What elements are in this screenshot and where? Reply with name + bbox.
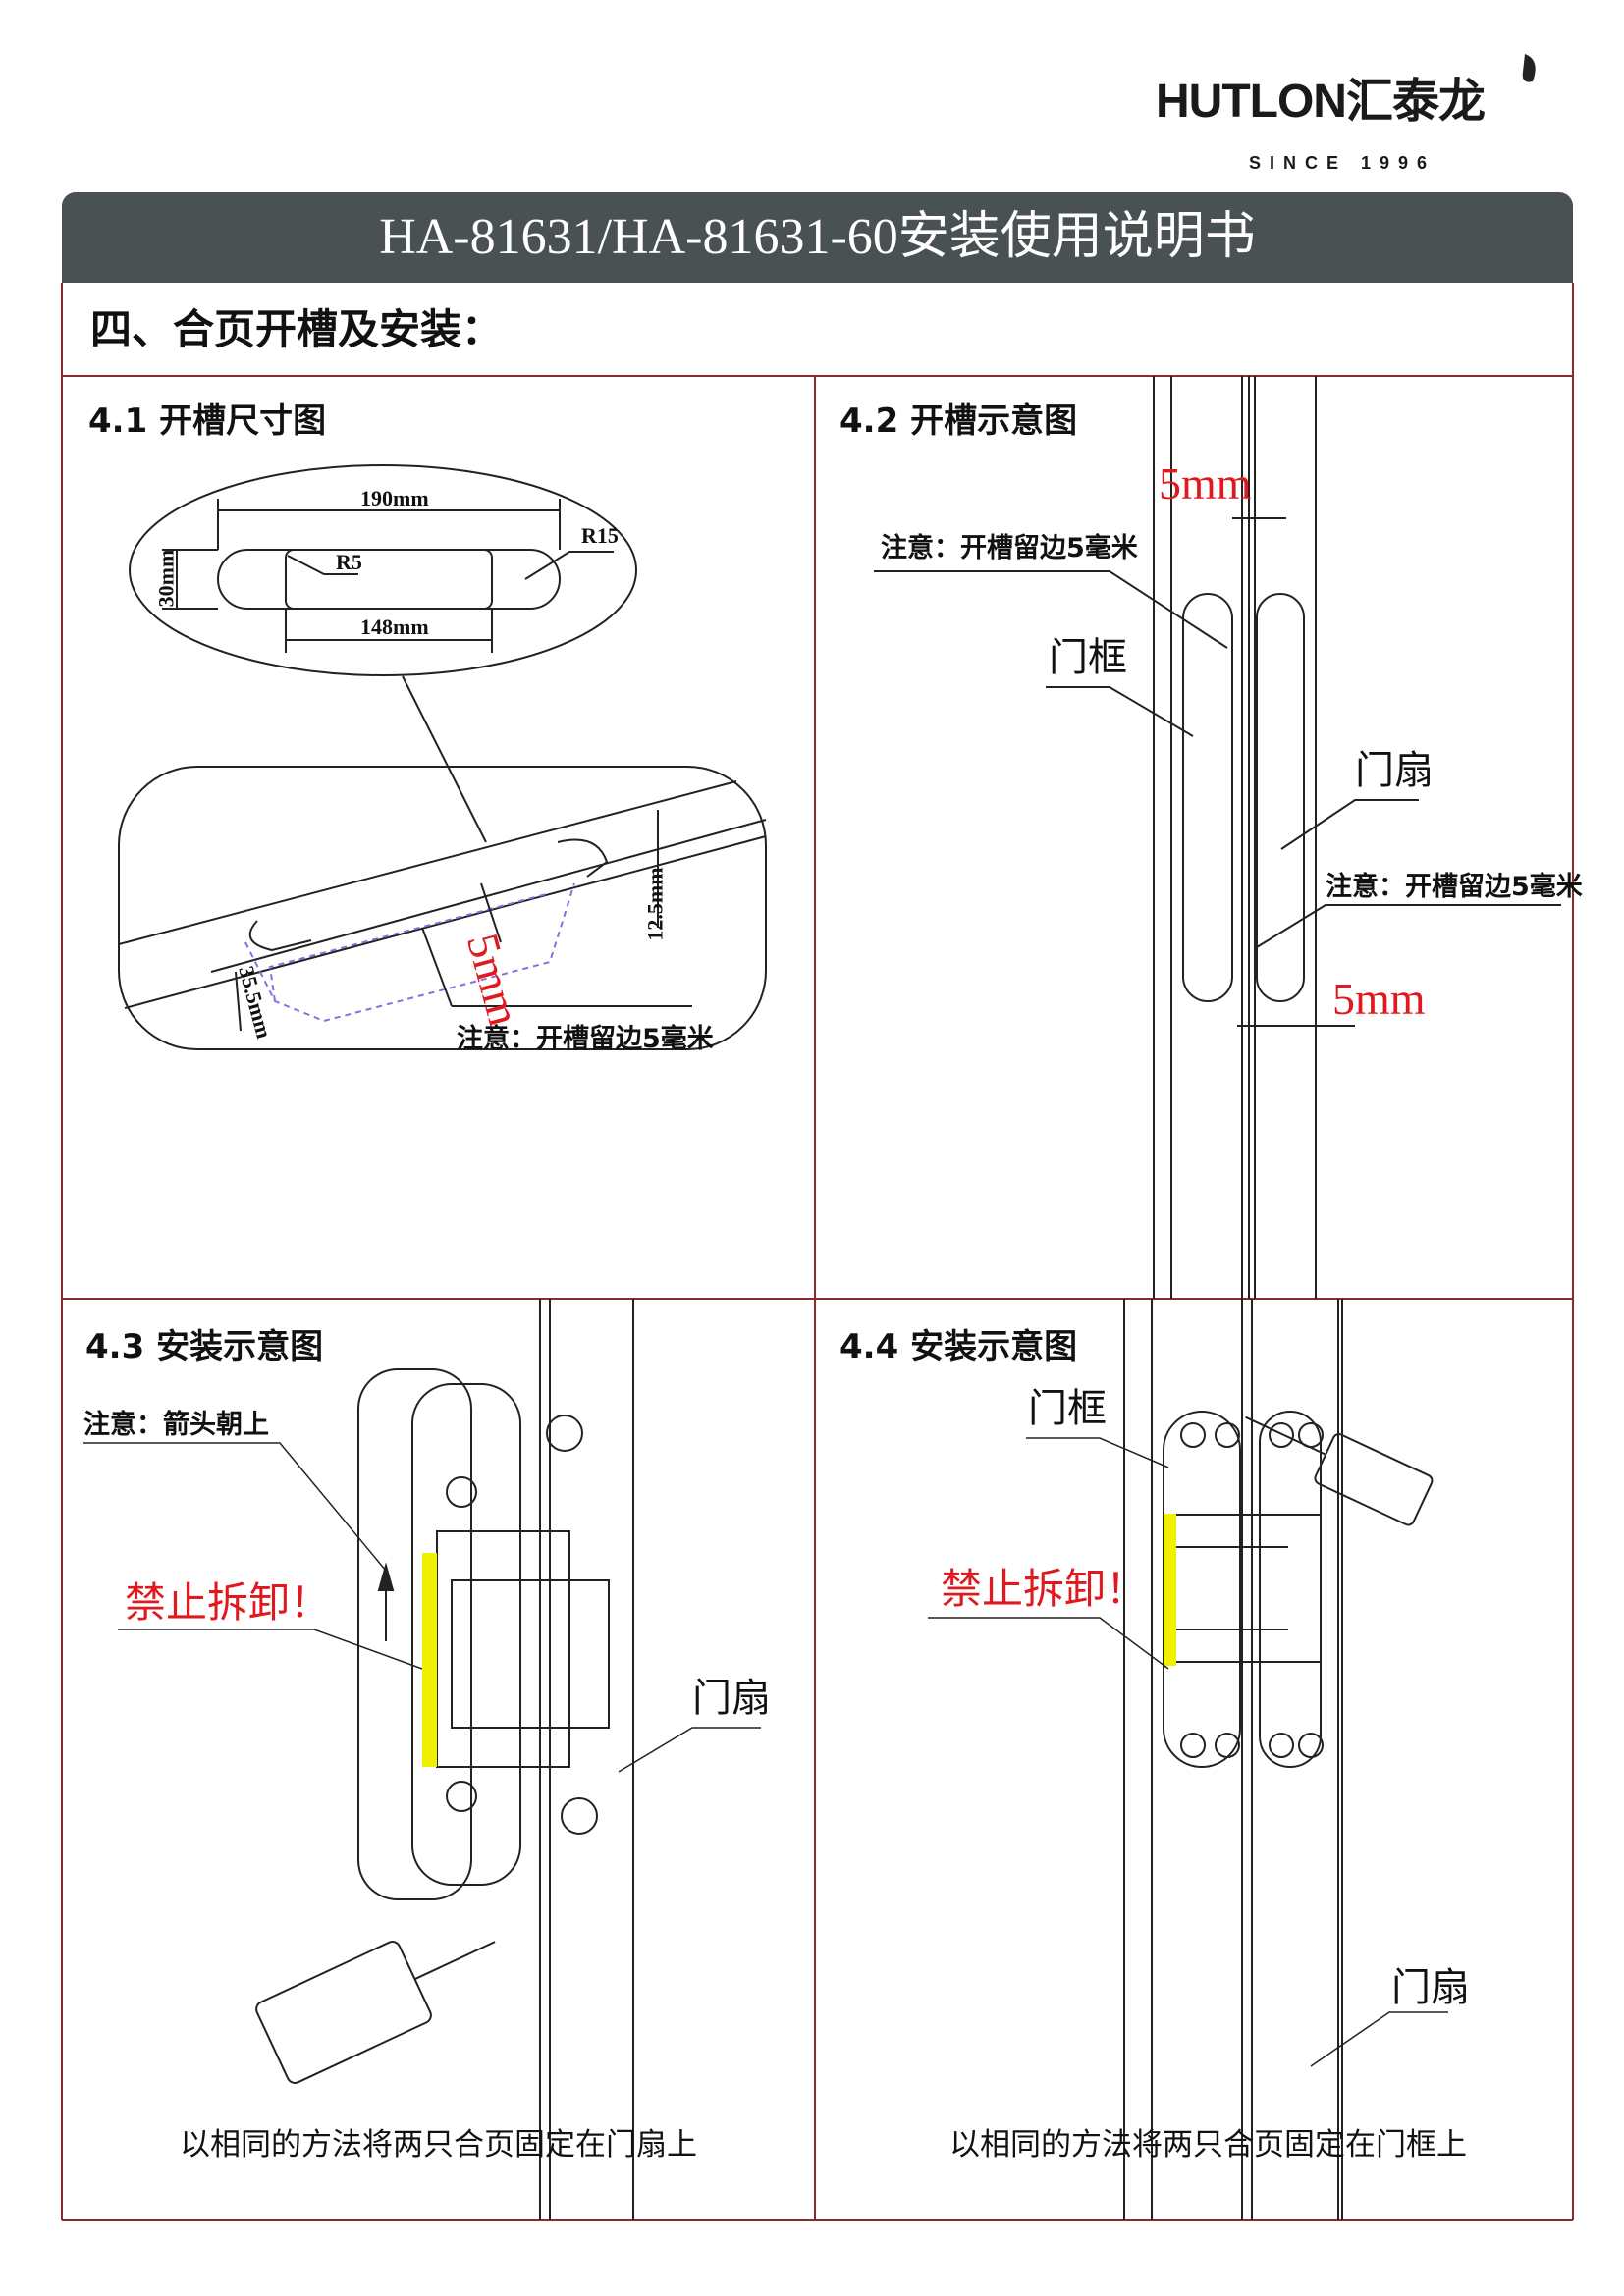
dim-r-small: R5 xyxy=(336,550,362,574)
dim-r-large: R15 xyxy=(581,523,619,548)
note-bottom: 注意：开槽留边5毫米 xyxy=(1326,872,1583,902)
dim-height: 30mm xyxy=(153,549,179,608)
margin-bottom-label: 5mm xyxy=(1332,974,1426,1024)
warning-label: 禁止拆卸！ xyxy=(125,1578,332,1627)
hinge-door-leaf-drawing xyxy=(83,1299,761,2220)
margin-top-label: 5mm xyxy=(1159,458,1252,508)
drill-chuck-icon xyxy=(1245,1415,1434,1526)
door-profile-top xyxy=(874,376,1561,1299)
brand-tagline: SINCE 1996 xyxy=(1249,153,1436,173)
section-heading: 四、合页开槽及安装： xyxy=(90,305,504,353)
leaf-label: 门扇 xyxy=(1391,1965,1470,2010)
hinge-door-frame-drawing xyxy=(928,1299,1448,2220)
panel-4-3-title: 4.3 安装示意图 xyxy=(85,1327,324,1366)
dim-length: 190mm xyxy=(360,486,429,510)
leaf-label: 门扇 xyxy=(1355,748,1434,793)
panel-4-4-title: 4.4 安装示意图 xyxy=(839,1327,1078,1366)
panel-4-2-title: 4.2 开槽示意图 xyxy=(839,401,1078,441)
dim-depth: 12.5mm xyxy=(642,867,668,941)
leaf-label: 门扇 xyxy=(692,1676,771,1721)
brand-logo: HUTLON汇泰龙 xyxy=(1156,76,1486,128)
slot-dimension-drawing xyxy=(129,464,637,676)
drill-chuck-icon xyxy=(255,1941,496,2084)
panel-4-1-note: 注意：开槽留边5毫米 xyxy=(457,1024,714,1054)
frame-label: 门框 xyxy=(1028,1386,1107,1431)
frame-label: 门框 xyxy=(1049,635,1127,680)
page-grid xyxy=(61,283,1574,2221)
highlight-bar xyxy=(422,1553,437,1767)
panel-4-3-caption: 以相同的方法将两只合页固定在门扇上 xyxy=(180,2127,697,2163)
dim-inner: 148mm xyxy=(360,614,429,639)
panel-4-4-caption: 以相同的方法将两只合页固定在门框上 xyxy=(949,2127,1467,2163)
highlight-bar xyxy=(1164,1514,1176,1666)
arrow-note: 注意：箭头朝上 xyxy=(83,1410,269,1440)
butterfly-icon xyxy=(1522,54,1536,82)
detail-leader-line xyxy=(402,675,487,843)
note-top: 注意：开槽留边5毫米 xyxy=(881,533,1138,563)
panel-4-1-title: 4.1 开槽尺寸图 xyxy=(88,401,327,441)
document-title: HA-81631/HA-81631-60安装使用说明书 xyxy=(62,192,1573,283)
slot-perspective-drawing xyxy=(118,766,767,1050)
warning-label: 禁止拆卸！ xyxy=(941,1565,1148,1613)
